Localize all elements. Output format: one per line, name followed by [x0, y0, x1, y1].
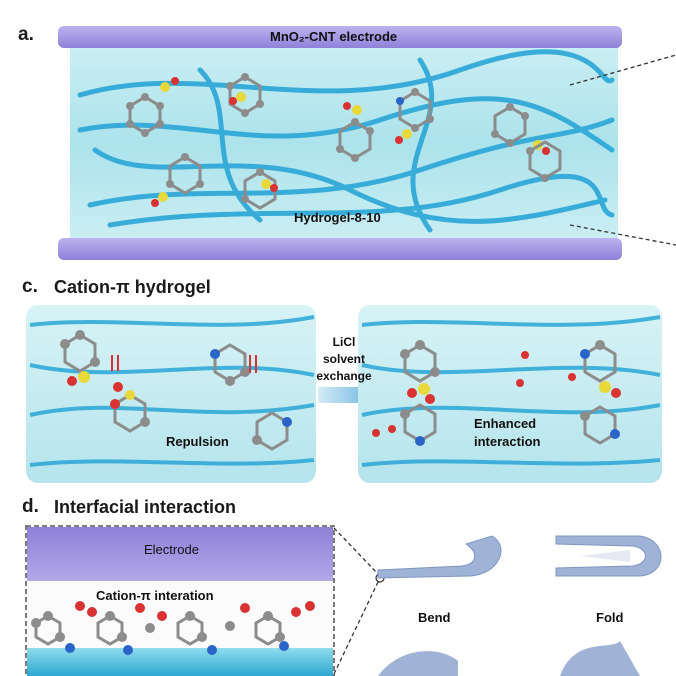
panel-c-title: Cation-π hydrogel [54, 277, 211, 297]
panel-c-letter: c. [22, 276, 38, 297]
electrode-label: Electrode [144, 542, 199, 557]
bend-sheet [377, 535, 502, 579]
bend-label: Bend [418, 610, 451, 625]
panel-c-illustration [26, 305, 662, 483]
fold-label: Fold [596, 610, 624, 625]
polymer-fibers [77, 49, 615, 233]
top-electrode [58, 26, 622, 48]
panel-a-illustration [58, 26, 676, 260]
enhanced-label-1: Enhanced [474, 416, 537, 431]
left-hydrogel-box [26, 305, 316, 483]
hydrogel-surface [27, 648, 333, 676]
panel-a-letter: a. [18, 24, 34, 45]
top-electrode-label: MnO₂-CNT electrode [270, 29, 398, 44]
cation-pi-label: Cation-π interation [96, 588, 214, 603]
arrow-label-1: LiCl [332, 335, 356, 349]
fold-sheet [555, 535, 662, 577]
arrow-label-2: solvent [322, 352, 365, 366]
panel-d-letter: d. [22, 496, 39, 517]
molecules [126, 73, 562, 210]
arrow-label-3: exchange [316, 369, 372, 383]
panel-d-illustration [25, 525, 662, 676]
bottom-electrode [58, 238, 622, 260]
panel-d-title: Interfacial interaction [54, 497, 237, 517]
enhanced-label-2: interaction [474, 434, 541, 449]
repulsion-label: Repulsion [166, 434, 229, 449]
electrode-layer [27, 527, 333, 581]
hydrogel-label: Hydrogel-8-10 [294, 210, 381, 225]
